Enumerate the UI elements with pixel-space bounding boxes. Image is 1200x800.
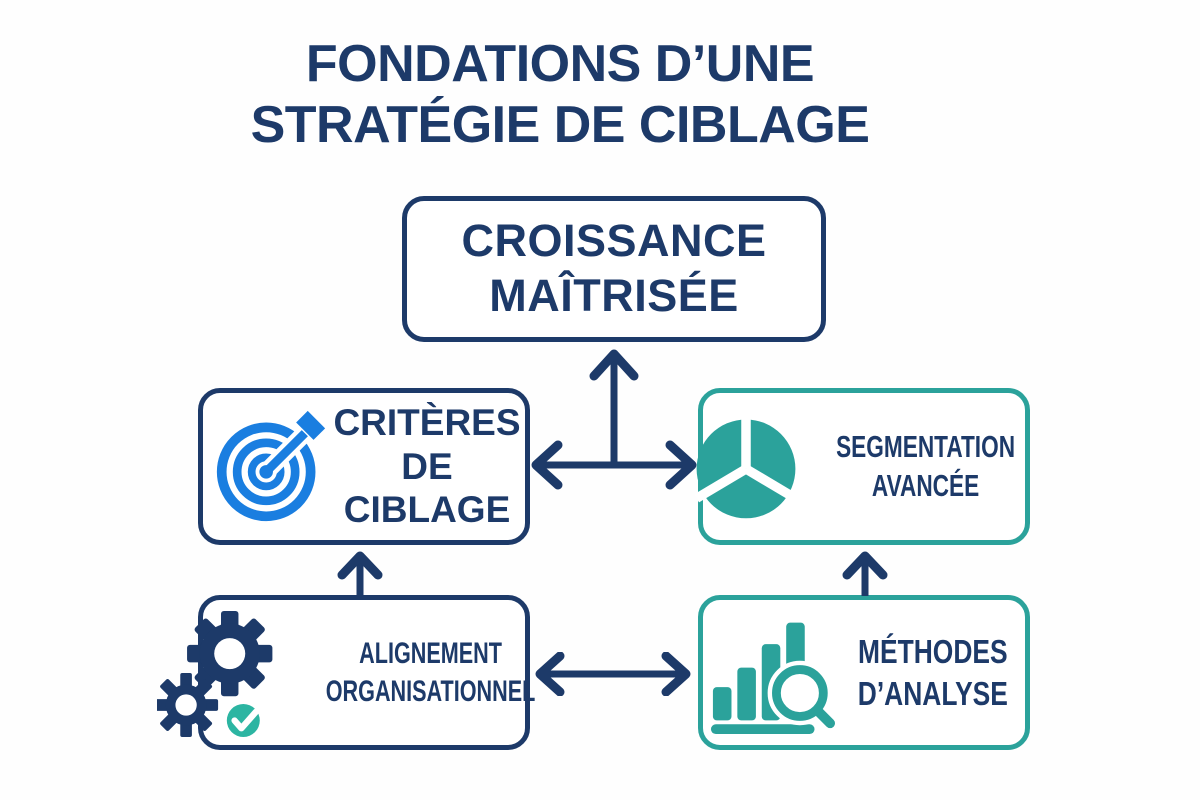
box-alignement-label: ALIGNEMENT ORGANISATIONNEL (326, 637, 536, 708)
box-croissance-label: CROISSANCE MAÎTRISÉE (461, 215, 767, 321)
box-methodes-danalyse: MÉTHODES D’ANALYSE (698, 595, 1030, 750)
pie-chart-icon (689, 409, 803, 524)
up-arrow-left-icon (337, 551, 383, 596)
box-alignement-organisationnel: ALIGNEMENT ORGANISATIONNEL (157, 595, 536, 750)
page-title: FONDATIONS D’UNE STRATÉGIE DE CIBLAGE (250, 35, 870, 155)
box-criteres-de-ciblage: CRITÈRES DE CIBLAGE (198, 388, 530, 545)
horizontal-double-arrow-bottom-icon (535, 652, 691, 696)
box-segmentation-avancee: SEGMENTATION AVANCÉE (694, 388, 1030, 545)
gears-check-icon (157, 605, 285, 741)
box-criteres-label: CRITÈRES DE CIBLAGE (333, 402, 521, 531)
up-arrow-right-icon (842, 551, 888, 596)
box-croissance-maitrisee: CROISSANCE MAÎTRISÉE (402, 196, 826, 342)
box-methodes-label: MÉTHODES D’ANALYSE (857, 633, 1009, 712)
box-segmentation-label: SEGMENTATION AVANCÉE (836, 428, 1016, 503)
target-icon (213, 409, 329, 525)
center-connector-arrows (531, 349, 697, 490)
bar-chart-magnifier-icon (707, 609, 840, 736)
